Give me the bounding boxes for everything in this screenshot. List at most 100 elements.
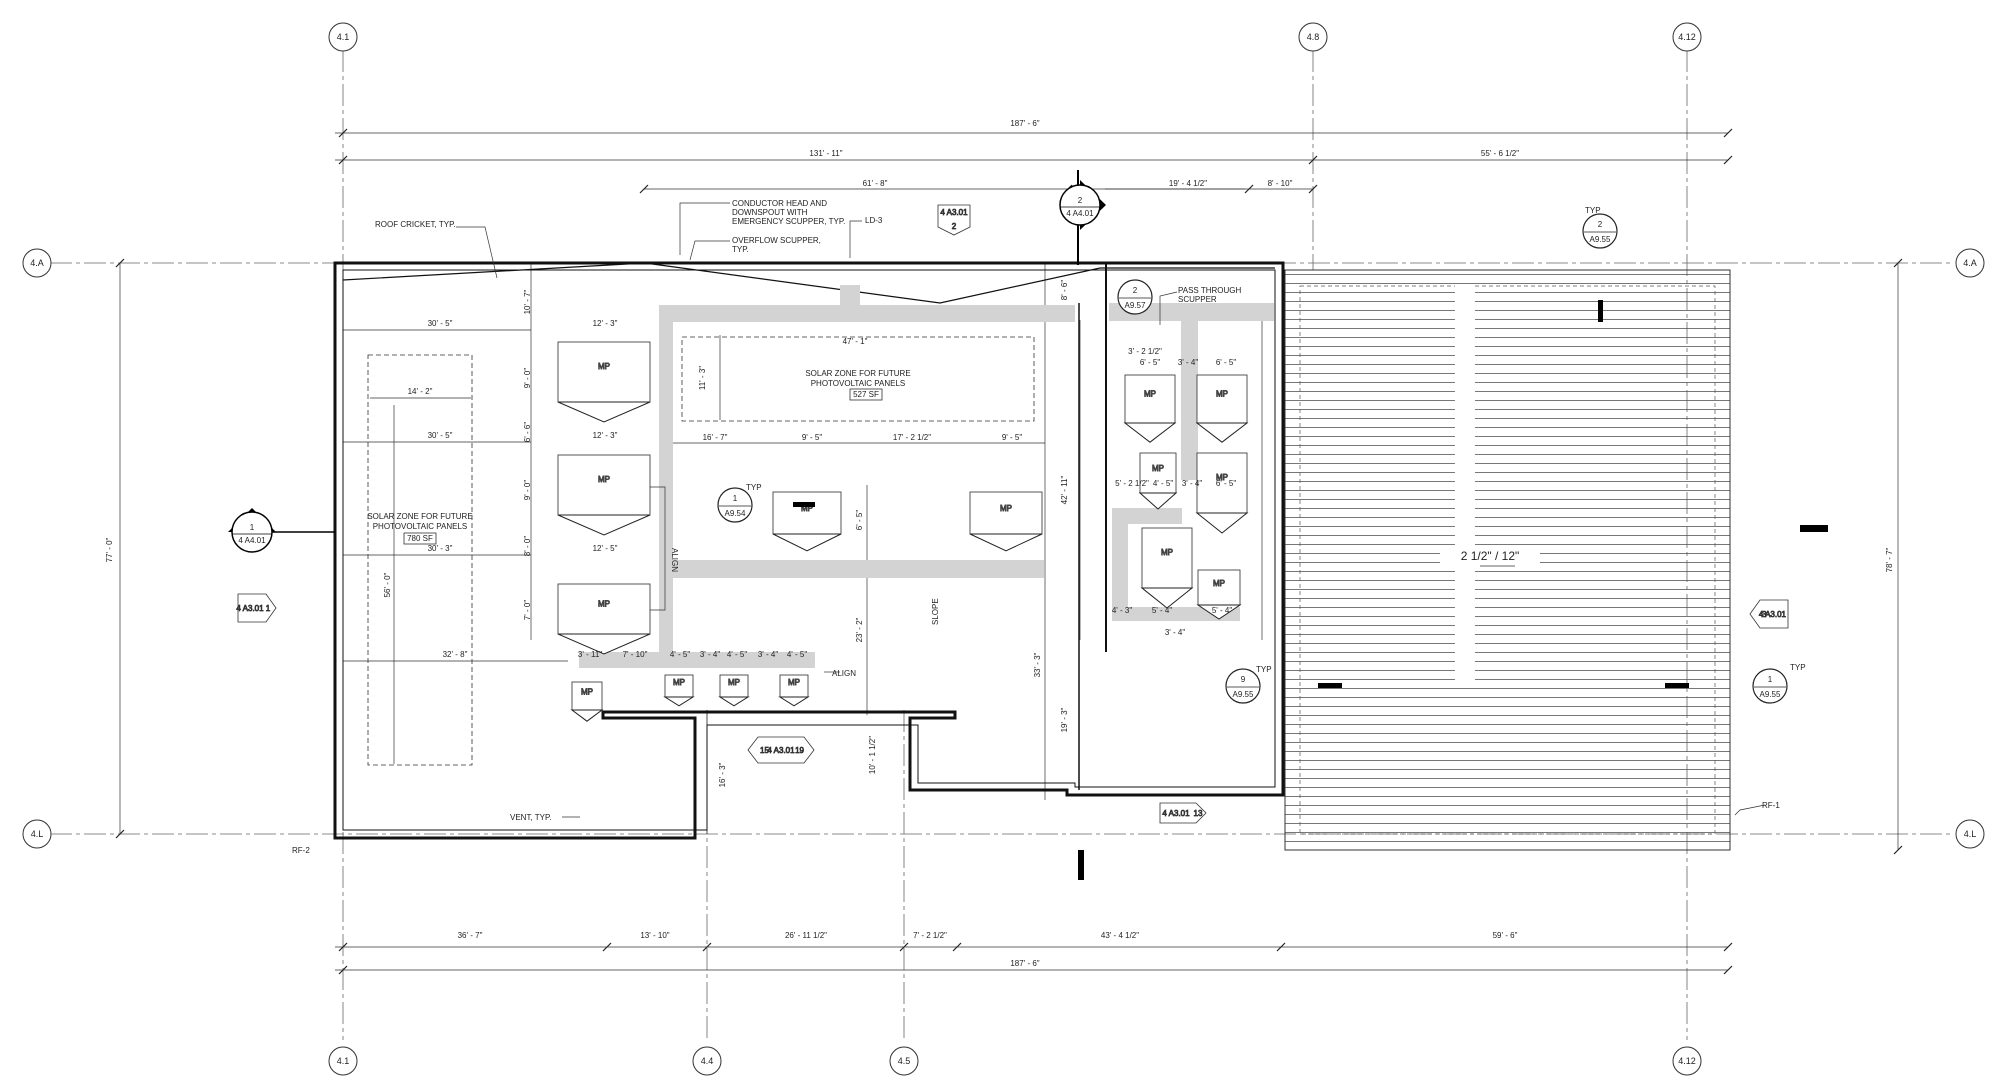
- dim-10-1: 10' - 1 1/2": [868, 736, 877, 774]
- dimension-lines: [119, 132, 1899, 971]
- note-overflow-2: TYP.: [732, 245, 749, 254]
- dim-overall-bottom: 187' - 6": [1010, 959, 1039, 968]
- dim-19-3: 19' - 3": [1060, 707, 1069, 732]
- dim-33-3: 33' - 3": [1033, 652, 1042, 677]
- dim-11-3: 11' - 3": [698, 366, 707, 390]
- dim-9-5b: 9' - 5": [1002, 433, 1023, 442]
- dim-7-0: 7' - 0": [523, 600, 532, 621]
- dim-8-0: 8' - 0": [523, 536, 532, 557]
- grid-label-right-2: 4.L: [1964, 829, 1977, 839]
- dim-5-4b: 5' - 4": [1212, 606, 1233, 615]
- solar-zone-527: SOLAR ZONE FOR FUTURE PHOTOVOLTAIC PANEL…: [681, 336, 1035, 422]
- dim-30-5b: 30' - 5": [428, 431, 453, 440]
- section-top-sheet: 4 A4.01: [1066, 209, 1094, 218]
- solar-zone-527-line2: PHOTOVOLTAIC PANELS: [811, 379, 906, 388]
- dim-23-2: 23' - 2": [855, 617, 864, 642]
- dim-10-7: 10' - 7": [523, 289, 532, 314]
- elev-tag-top-sheet: 4 A3.01: [940, 208, 968, 217]
- grid-label-left-1: 4.A: [30, 258, 44, 268]
- elev-tag-center-right: 19: [795, 746, 804, 755]
- grid-label-bottom-2: 4.4: [701, 1056, 714, 1066]
- dim-16-7: 16' - 7": [703, 433, 728, 442]
- note-typ-4: TYP: [1790, 663, 1806, 672]
- detail-a955-top-sheet: A9.55: [1590, 235, 1611, 244]
- elev-tag-center-sheet: 4 A3.01: [767, 746, 795, 755]
- dim-9-5a: 9' - 5": [802, 433, 823, 442]
- dim-top-left: 131' - 11": [809, 149, 842, 158]
- grid-label-top-3: 4.12: [1678, 32, 1696, 42]
- note-slope: SLOPE: [931, 598, 940, 625]
- elev-tag-left-num: 1: [266, 604, 271, 613]
- note-conductor-head-1: CONDUCTOR HEAD AND: [732, 199, 827, 208]
- grid-bubble-labels: 4.1 4.8 4.12 4.1 4.4 4.5 4.12 4.A 4.L 4.…: [30, 32, 1977, 1066]
- dim-top-8-10: 8' - 10": [1268, 179, 1293, 188]
- elev-tag-center-left: 15: [760, 746, 769, 755]
- dim-17-2: 17' - 2 1/2": [893, 433, 931, 442]
- dim-4-5c: 4' - 5": [787, 650, 808, 659]
- solar-zone-780-area: 780 SF: [407, 534, 433, 543]
- dim-bottom-1: 36' - 7": [458, 931, 483, 940]
- grid-label-top-1: 4.1: [337, 32, 350, 42]
- dim-bottom-4: 7' - 2 1/2": [913, 931, 947, 940]
- dim-14-2: 14' - 2": [408, 387, 433, 396]
- dim-4-5b: 4' - 5": [727, 650, 748, 659]
- dim-3-11: 3' - 11": [578, 650, 602, 659]
- mp-unit: MP: [663, 674, 695, 707]
- section-cut-left: 1 4 A4.01: [228, 508, 335, 553]
- mp-label: MP: [1144, 390, 1156, 399]
- detail-a955-top-num: 2: [1598, 220, 1603, 229]
- elev-tag-bottom-num: 13: [1194, 809, 1203, 818]
- note-ld3: LD-3: [865, 216, 883, 225]
- section-cut-top: 2 4 A4.01: [1059, 170, 1106, 265]
- note-typ-1: TYP: [1585, 206, 1601, 215]
- mp-label: MP: [1000, 504, 1012, 513]
- elev-tag-right: 34 A3.01: [1749, 599, 1789, 629]
- dim-4-5d: 4' - 5": [1153, 479, 1174, 488]
- dim-12-3a: 12' - 3": [593, 319, 618, 328]
- detail-a957-num: 2: [1133, 286, 1138, 295]
- note-align-v: ALIGN: [670, 548, 679, 572]
- dim-4-5a: 4' - 5": [670, 650, 691, 659]
- dim-bottom-5: 43' - 4 1/2": [1101, 931, 1139, 940]
- mp-unit: MP: [557, 583, 651, 655]
- dim-6-5: 6' - 5": [855, 510, 864, 531]
- mp-label: MP: [1213, 579, 1225, 588]
- walkway-pads: [579, 285, 1274, 668]
- dim-left-height: 77' - 0": [105, 537, 114, 562]
- mp-label: MP: [1216, 390, 1228, 399]
- roof-outline: [333, 261, 1285, 840]
- dim-3-4c: 3' - 4": [1178, 358, 1199, 367]
- dim-9-0a: 9' - 0": [523, 368, 532, 389]
- detail-a955-mid-sheet: A9.55: [1233, 690, 1254, 699]
- dim-6-6: 6' - 6": [523, 422, 532, 443]
- solar-zone-527-area: 527 SF: [853, 390, 879, 399]
- elev-tag-left-sheet: 4 A3.01: [236, 604, 264, 613]
- elev-tag-bottom-sheet: 4 A3.01: [1162, 809, 1190, 818]
- note-conductor-head-3: EMERGENCY SCUPPER, TYP.: [732, 217, 845, 226]
- mp-unit: MP: [969, 491, 1043, 552]
- note-rf1: RF-1: [1762, 801, 1780, 810]
- dim-4-3: 4' - 3": [1112, 606, 1133, 615]
- leader-lines: [456, 202, 1766, 818]
- note-rf2: RF-2: [292, 846, 310, 855]
- dim-12-5: 12' - 5": [593, 544, 618, 553]
- detail-a954: 1A9.54: [717, 487, 753, 523]
- mp-unit: MP: [1195, 374, 1249, 443]
- grid-label-bottom-3: 4.5: [898, 1056, 911, 1066]
- dim-right-height: 78' - 7": [1885, 547, 1894, 572]
- detail-a955-mid: 9A9.55: [1225, 668, 1261, 704]
- dim-bottom-3: 26' - 11 1/2": [785, 931, 827, 940]
- dim-3-4e: 3' - 4": [1165, 628, 1186, 637]
- note-vent: VENT, TYP.: [510, 813, 552, 822]
- mp-label: MP: [598, 362, 610, 371]
- dim-56-0: 56' - 0": [383, 572, 392, 597]
- dimension-labels: 187' - 6" 131' - 11" 55' - 6 1/2" 61' - …: [105, 119, 1894, 968]
- detail-a955-mid-num: 9: [1241, 675, 1246, 684]
- mp-label: MP: [788, 678, 800, 687]
- roof-pitch: 2 1/2" / 12": [1461, 549, 1520, 563]
